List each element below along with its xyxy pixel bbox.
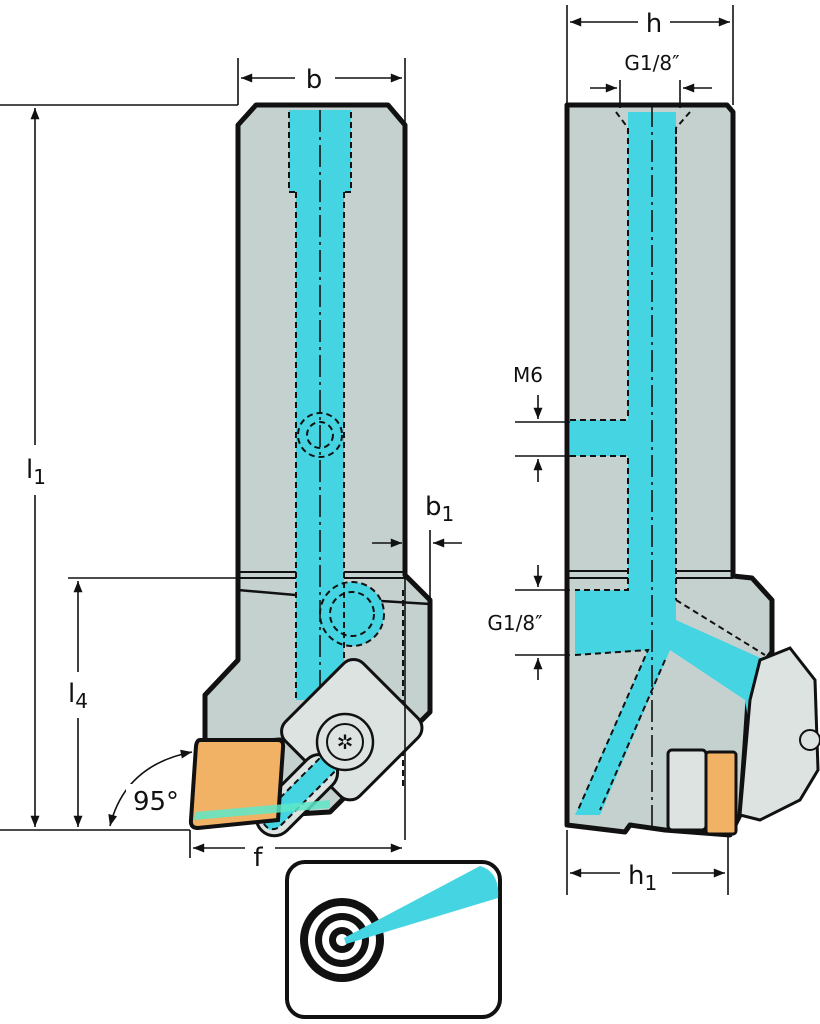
dim-angle: 95° bbox=[133, 787, 179, 817]
dim-h1: h1 bbox=[628, 861, 657, 895]
dim-l1: l1 bbox=[26, 455, 46, 489]
side-clamp bbox=[738, 646, 820, 822]
dim-l4: l4 bbox=[68, 679, 88, 713]
dim-g18-top: G1/8″ bbox=[624, 51, 679, 75]
torx-screw-icon: ✲ bbox=[337, 730, 354, 754]
side-insert bbox=[704, 750, 738, 836]
side-view bbox=[564, 102, 820, 838]
dim-h: h bbox=[646, 9, 662, 39]
shim bbox=[666, 748, 708, 832]
front-view: ✲ bbox=[188, 102, 433, 838]
coolant-target-icon bbox=[285, 860, 502, 1019]
dim-g18-side: G1/8″ bbox=[487, 611, 542, 635]
dim-m6: M6 bbox=[513, 363, 543, 387]
dimensions: l1 l4 b b1 f 95° h G1/ bbox=[0, 5, 734, 895]
dim-b: b bbox=[306, 65, 323, 95]
cutting-insert bbox=[188, 738, 286, 831]
dim-f: f bbox=[253, 843, 263, 873]
dim-b1: b1 bbox=[425, 492, 454, 526]
